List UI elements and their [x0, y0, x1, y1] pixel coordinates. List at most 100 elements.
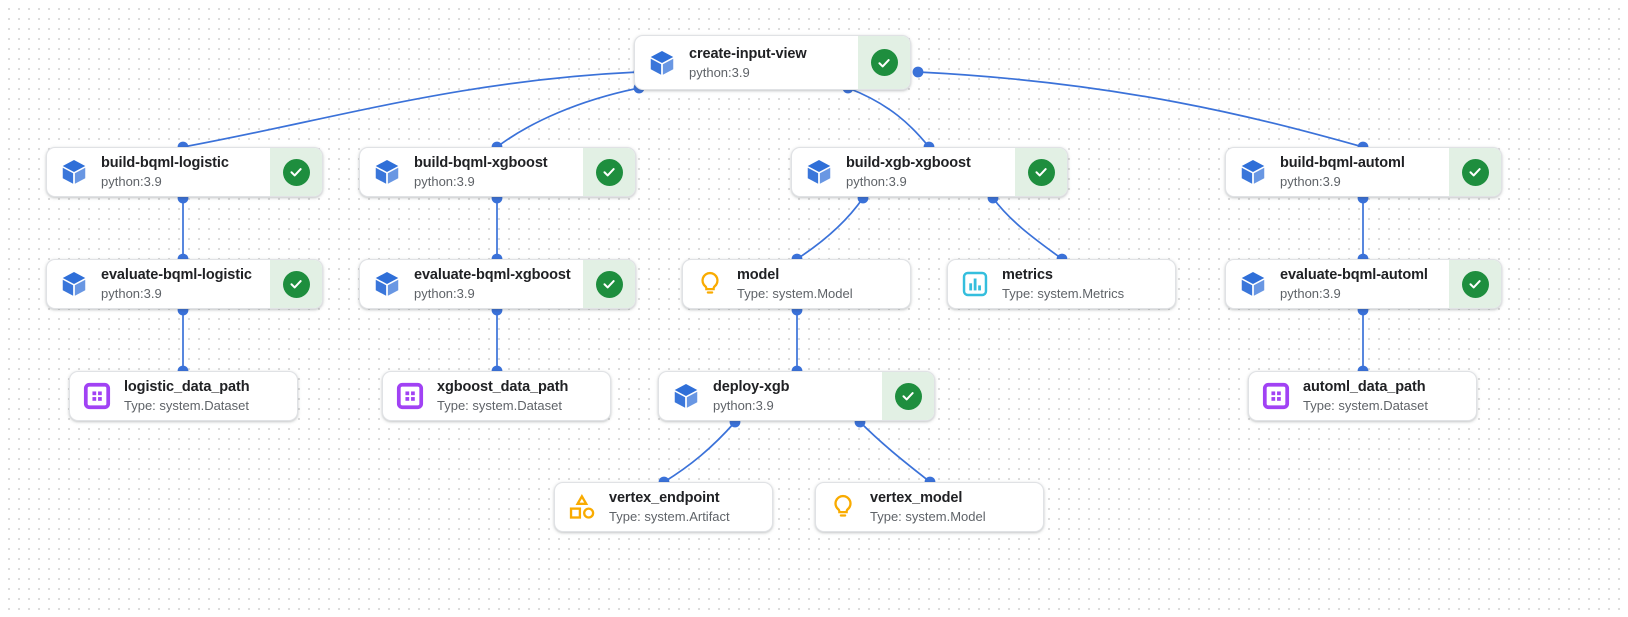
node-title: evaluate-bqml-automl — [1280, 267, 1428, 283]
edge-deploy-xgb-to-vertex_endpoint — [663, 421, 736, 483]
check-icon — [282, 158, 310, 186]
node-evaluate-bqml-xgboost[interactable]: evaluate-bqml-xgboost python:3.9 — [359, 259, 636, 309]
node-subtitle: Type: system.Model — [737, 286, 853, 301]
node-subtitle: Type: system.Dataset — [437, 398, 562, 413]
dataset-icon — [383, 382, 437, 410]
lightbulb-icon — [816, 493, 870, 521]
node-create-input-view[interactable]: create-input-view python:3.9 — [634, 35, 911, 90]
node-subtitle: Type: system.Metrics — [1002, 286, 1125, 301]
node-subtitle: python:3.9 — [689, 64, 750, 80]
edge-deploy-xgb-to-vertex_model — [859, 421, 931, 483]
node-title: deploy-xgb — [713, 379, 790, 395]
edge-build-xgb-xgboost-to-metrics — [992, 197, 1063, 260]
cube-icon — [360, 157, 414, 187]
check-icon — [870, 49, 898, 76]
edge-create-input-view-to-build-bqml-xgboost — [496, 87, 640, 148]
status-badge-succeeded — [270, 260, 322, 308]
node-title: build-bqml-automl — [1280, 155, 1405, 171]
node-text-block: build-bqml-automl python:3.9 — [1280, 154, 1449, 190]
node-title: model — [737, 267, 780, 283]
check-icon — [1461, 158, 1489, 186]
node-subtitle: python:3.9 — [846, 174, 907, 189]
cube-icon — [635, 48, 689, 78]
status-badge-succeeded — [1449, 260, 1501, 308]
node-text-block: deploy-xgb python:3.9 — [713, 378, 882, 414]
node-title: evaluate-bqml-xgboost — [414, 267, 571, 283]
artifact-shapes-icon — [555, 493, 609, 521]
node-evaluate-bqml-automl[interactable]: evaluate-bqml-automl python:3.9 — [1225, 259, 1502, 309]
status-badge-succeeded — [583, 148, 635, 196]
cube-icon — [47, 157, 101, 187]
edge-create-input-view-to-build-xgb-xgboost — [847, 87, 930, 148]
node-title: automl_data_path — [1303, 379, 1426, 395]
node-title: logistic_data_path — [124, 379, 250, 395]
bar-chart-icon — [948, 270, 1002, 298]
cube-icon — [47, 269, 101, 299]
status-badge-succeeded — [858, 36, 910, 89]
cube-icon — [1226, 269, 1280, 299]
node-subtitle: Type: system.Artifact — [609, 509, 730, 524]
lightbulb-icon — [683, 270, 737, 298]
check-icon — [282, 270, 310, 298]
edge-build-xgb-xgboost-to-model — [796, 197, 864, 260]
cube-icon — [792, 157, 846, 187]
cube-icon — [360, 269, 414, 299]
check-icon — [894, 382, 922, 410]
node-subtitle: python:3.9 — [1280, 174, 1341, 189]
edge-create-input-view-to-build-bqml-automl — [917, 71, 1364, 148]
check-icon — [595, 158, 623, 186]
node-title: build-bqml-xgboost — [414, 155, 548, 171]
node-build-xgb-xgboost[interactable]: build-xgb-xgboost python:3.9 — [791, 147, 1068, 197]
node-title: vertex_endpoint — [609, 490, 720, 506]
status-badge-succeeded — [882, 372, 934, 420]
node-subtitle: Type: system.Dataset — [124, 398, 249, 413]
node-subtitle: python:3.9 — [414, 174, 475, 189]
status-badge-succeeded — [270, 148, 322, 196]
node-title: build-xgb-xgboost — [846, 155, 971, 171]
check-icon — [595, 270, 623, 298]
node-title: create-input-view — [689, 45, 807, 62]
dataset-icon — [1249, 382, 1303, 410]
node-deploy-xgb[interactable]: deploy-xgb python:3.9 — [658, 371, 935, 421]
check-icon — [1461, 270, 1489, 298]
node-text-block: build-bqml-xgboost python:3.9 — [414, 154, 583, 190]
node-subtitle: python:3.9 — [414, 286, 475, 301]
node-title: evaluate-bqml-logistic — [101, 267, 252, 283]
cube-icon — [659, 381, 713, 411]
node-subtitle: python:3.9 — [1280, 286, 1341, 301]
dataset-icon — [70, 382, 124, 410]
node-title: xgboost_data_path — [437, 379, 569, 395]
status-badge-succeeded — [583, 260, 635, 308]
check-icon — [1027, 158, 1055, 186]
node-build-bqml-xgboost[interactable]: build-bqml-xgboost python:3.9 — [359, 147, 636, 197]
node-title: vertex_model — [870, 490, 963, 506]
status-badge-succeeded — [1449, 148, 1501, 196]
node-build-bqml-automl[interactable]: build-bqml-automl python:3.9 — [1225, 147, 1502, 197]
node-subtitle: Type: system.Model — [870, 509, 986, 524]
status-badge-succeeded — [1015, 148, 1067, 196]
node-text-block: create-input-view python:3.9 — [689, 45, 858, 81]
node-subtitle: python:3.9 — [713, 398, 774, 413]
node-text-block: evaluate-bqml-automl python:3.9 — [1280, 266, 1449, 302]
node-text-block: evaluate-bqml-xgboost python:3.9 — [414, 266, 583, 302]
node-text-block: build-xgb-xgboost python:3.9 — [846, 154, 1015, 190]
